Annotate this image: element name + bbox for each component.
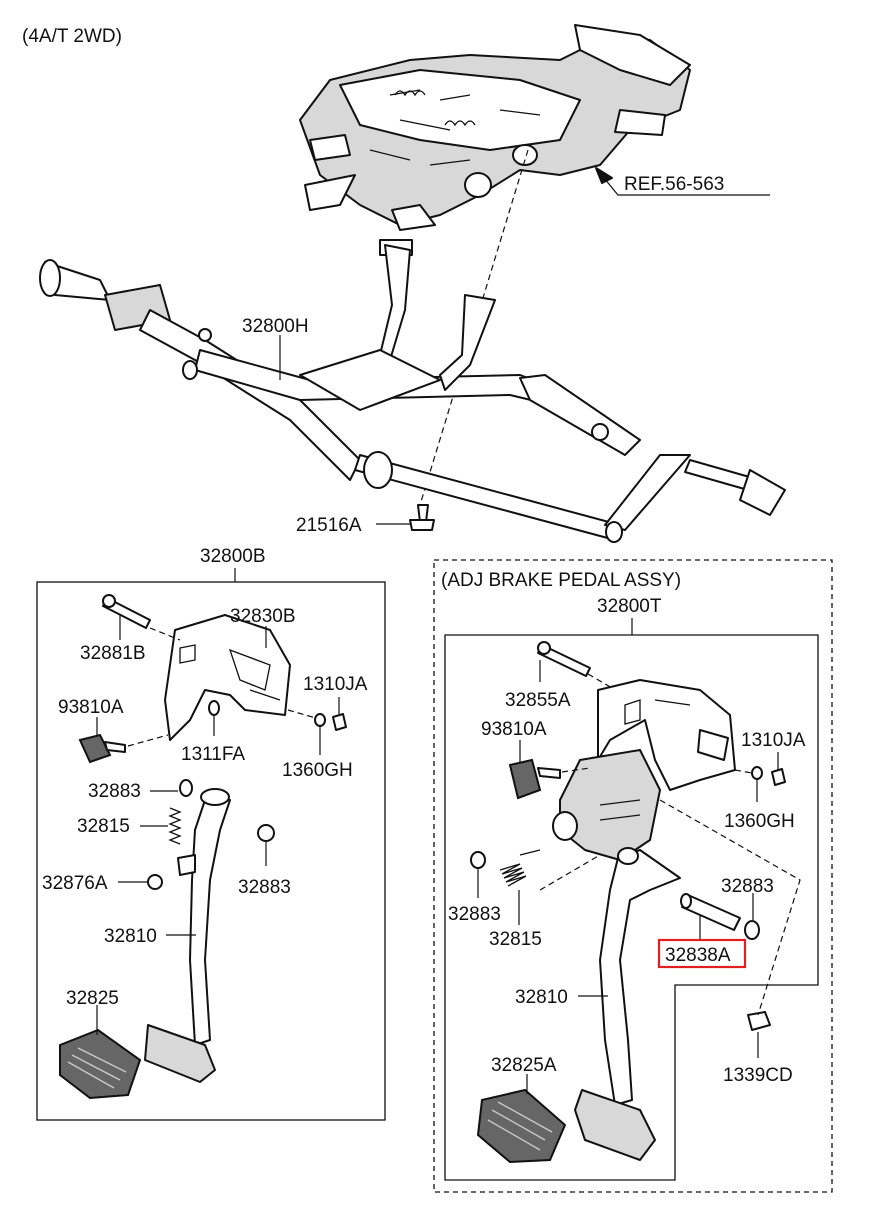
label-1360GH-left: 1360GH	[282, 760, 353, 781]
label-32825: 32825	[66, 988, 119, 1009]
label-32815-left: 32815	[77, 816, 130, 837]
label-32830B: 32830B	[230, 606, 296, 627]
right-box-title: 32800T	[597, 596, 662, 617]
guide-left-washer	[287, 709, 317, 719]
bolt-21516A	[409, 504, 435, 531]
label-32881B: 32881B	[80, 643, 146, 664]
guide-right-nut	[659, 799, 801, 1016]
steering-column-assembly	[299, 24, 691, 256]
label-21516A: 21516A	[296, 515, 362, 536]
right-pedal-parts	[470, 641, 786, 1164]
right-box	[444, 634, 819, 1181]
adj-assy-heading: (ADJ BRAKE PEDAL ASSY)	[441, 570, 681, 591]
reference-label: REF.56-563	[624, 174, 724, 195]
label-32810-right: 32810	[515, 987, 568, 1008]
guide-left-switch	[127, 734, 169, 747]
left-box	[36, 581, 386, 1121]
label-32883-top: 32883	[88, 781, 141, 802]
guide-left-pin	[149, 627, 181, 641]
left-pedal-parts	[59, 594, 347, 1100]
label-1310JA-left: 1310JA	[303, 674, 368, 695]
label-32883-left-box: 32883	[448, 904, 501, 925]
label-32815-right: 32815	[489, 929, 542, 950]
label-32810-left: 32810	[104, 926, 157, 947]
label-93810A-left: 93810A	[58, 697, 124, 718]
guide-right-pin	[587, 673, 613, 689]
label-32800H: 32800H	[242, 316, 309, 337]
pedal-support-member	[39, 244, 786, 543]
label-93810A-right: 93810A	[481, 719, 547, 740]
variant-header: (4A/T 2WD)	[22, 26, 122, 47]
left-box-title: 32800B	[200, 546, 266, 567]
guide-right-switch	[561, 767, 591, 773]
label-1310JA-right: 1310JA	[741, 730, 806, 751]
label-1311FA: 1311FA	[181, 744, 245, 765]
label-32855A: 32855A	[505, 690, 571, 711]
label-32825A: 32825A	[491, 1055, 557, 1076]
reference-callout: REF.56-563	[595, 167, 770, 196]
label-1339CD: 1339CD	[723, 1065, 793, 1086]
label-32838A: 32838A	[665, 945, 731, 966]
label-1360GH-right: 1360GH	[724, 811, 795, 832]
label-32876A: 32876A	[42, 873, 108, 894]
label-32883-right-box: 32883	[721, 876, 774, 897]
label-32883-right: 32883	[238, 877, 291, 898]
guide-right-washer	[734, 769, 753, 774]
highlight-32838A	[657, 938, 747, 969]
guide-right-spring	[539, 854, 601, 891]
adj-assy-dashed-box	[433, 559, 833, 1193]
